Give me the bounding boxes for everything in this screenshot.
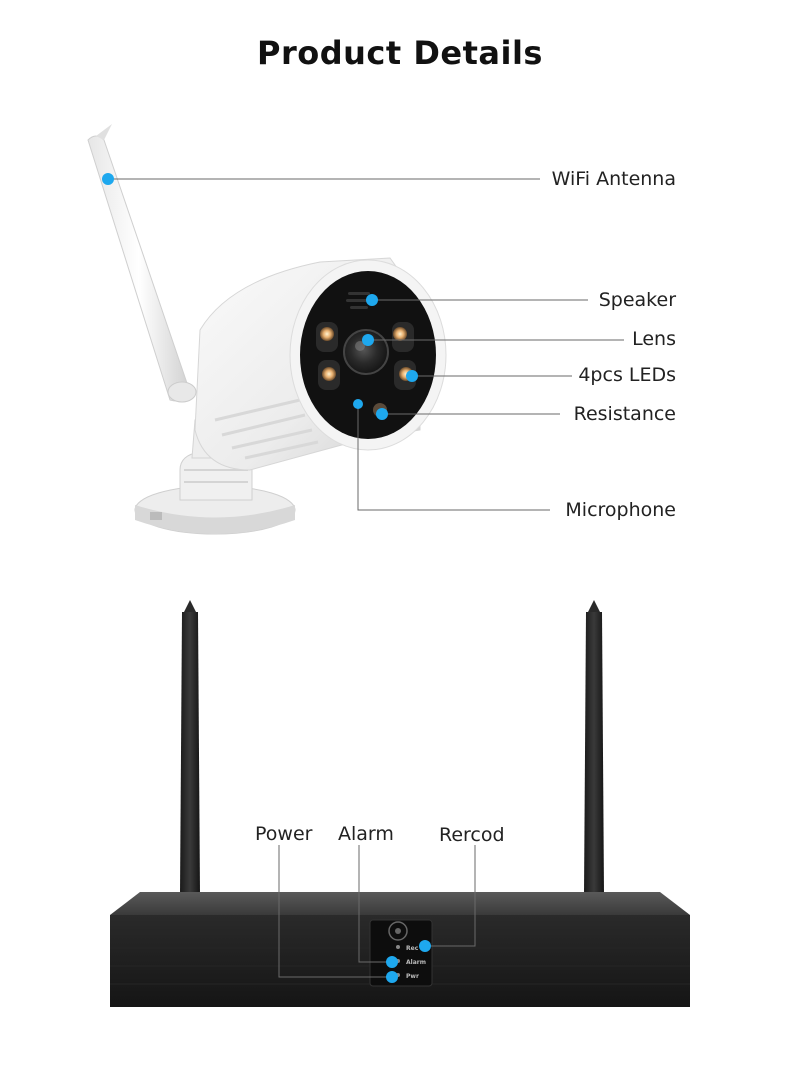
label-wifi-antenna: WiFi Antenna [551, 168, 676, 190]
nvr-callout-dots [386, 940, 431, 983]
callout-dot [419, 940, 431, 952]
nvr-top-plate [110, 892, 690, 915]
label-lens: Lens [632, 328, 676, 350]
label-resistance: Resistance [573, 403, 676, 425]
camera-lens [343, 329, 389, 375]
nvr-label-rec: Rec [406, 945, 419, 952]
camera-led [322, 367, 336, 381]
nvr-label-alarm: Alarm [406, 959, 426, 966]
label-power: Power [255, 823, 313, 845]
camera-callout-dots [102, 173, 418, 420]
label-alarm: Alarm [338, 823, 394, 845]
camera-illustration [87, 124, 447, 535]
callout-dot [406, 370, 418, 382]
label-record: Rercod [439, 824, 505, 846]
callout-dot [362, 334, 374, 346]
camera-callout-lines [108, 178, 624, 511]
nvr-antenna-left [180, 612, 200, 895]
callout-dot [386, 971, 398, 983]
label-microphone: Microphone [565, 499, 676, 521]
callout-dot [353, 399, 363, 409]
nvr-indicator-panel [369, 919, 433, 987]
callout-dot [102, 173, 114, 185]
nvr-speaker-icon [388, 921, 408, 941]
nvr-antenna-right [584, 612, 604, 895]
nvr-label-pwr: Pwr [406, 973, 419, 980]
nvr-callout-lines [278, 845, 476, 978]
label-leds: 4pcs LEDs [578, 364, 676, 386]
page-title: Product Details [257, 34, 543, 72]
callout-dot [376, 408, 388, 420]
nvr-illustration: Rec Alarm Pwr [110, 600, 690, 1007]
camera-led [320, 327, 334, 341]
camera-led [393, 327, 407, 341]
callout-dot [386, 956, 398, 968]
callout-dot [366, 294, 378, 306]
label-speaker: Speaker [598, 289, 676, 311]
